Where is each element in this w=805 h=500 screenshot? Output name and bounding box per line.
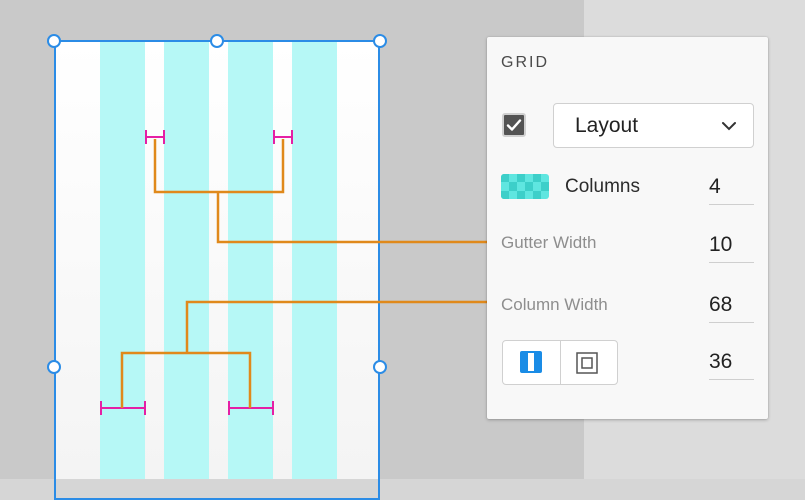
gutter-measure-marker <box>273 130 293 144</box>
resize-handle-middle-left[interactable] <box>47 360 61 374</box>
grid-column <box>292 41 337 479</box>
grid-type-select-value: Layout <box>575 114 639 137</box>
resize-handle-top-left[interactable] <box>47 34 61 48</box>
resize-handle-top-center[interactable] <box>210 34 224 48</box>
column-width-label: Column Width <box>501 295 608 314</box>
resize-handle-middle-right[interactable] <box>373 360 387 374</box>
gutter-measure-marker <box>145 130 165 144</box>
grid-panel: GRID Layout Columns 4 Gutter Width 10 Co… <box>487 37 768 419</box>
margin-mode-toggle[interactable] <box>502 340 618 385</box>
column-width-leader-line <box>120 300 494 408</box>
resize-handle-top-right[interactable] <box>373 34 387 48</box>
grid-enabled-checkbox[interactable] <box>502 113 526 137</box>
gutter-width-input[interactable]: 10 <box>709 230 754 263</box>
gutter-leader-line <box>153 139 494 244</box>
annotation-overlay <box>100 130 494 415</box>
chevron-down-icon <box>722 122 736 131</box>
gutter-width-label: Gutter Width <box>501 233 597 252</box>
linked-margins-icon[interactable] <box>519 350 543 374</box>
columns-swatch-icon[interactable] <box>501 174 549 199</box>
toggle-divider <box>560 341 561 384</box>
column-width-input[interactable]: 68 <box>709 290 754 323</box>
panel-title: GRID <box>501 54 549 71</box>
columns-input[interactable]: 4 <box>709 172 754 205</box>
all-margins-icon[interactable] <box>576 352 598 374</box>
grid-column <box>164 41 209 479</box>
columns-label: Columns <box>565 176 640 197</box>
margin-input[interactable]: 36 <box>709 347 754 380</box>
checkmark-icon <box>506 119 522 131</box>
artboard[interactable] <box>55 41 380 479</box>
grid-type-select[interactable]: Layout <box>553 103 754 148</box>
